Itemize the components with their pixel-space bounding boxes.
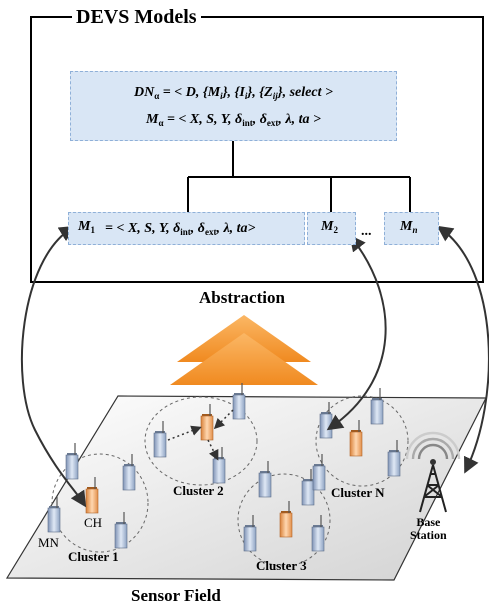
link-arrow: [207, 439, 219, 461]
sensor-node: [370, 387, 384, 425]
abstraction-arrow: [170, 315, 318, 385]
link-arrow: [213, 409, 234, 430]
m1-equation: = < X, S, Y, δint, δext, λ, ta>: [105, 221, 256, 237]
hierarchy-connectors: [187, 141, 411, 212]
coupled-model-equation: DNα = < D, {Mi}, {Ii}, {Zij}, select >: [134, 85, 333, 101]
sensor-node: [232, 382, 246, 420]
link-m2-to-clustern: [326, 234, 387, 431]
cluster-n-region: [315, 395, 409, 487]
devs-frame: [30, 16, 484, 283]
abstraction-label: Abstraction: [199, 288, 285, 307]
cluster-1-label: Cluster 1: [68, 549, 119, 564]
m2-label: M2: [321, 219, 338, 235]
atomic-model-m1-box: = < X, S, Y, δint, δext, λ, ta>: [68, 212, 305, 245]
atomic-model-equation: Mα = < X, S, Y, δint, δext, λ, ta >: [145, 112, 322, 128]
m1-label: M1: [78, 219, 95, 235]
link-mn-to-basestation: [436, 225, 489, 474]
link-m1-to-cluster1: [21, 225, 87, 508]
cluster-n-label: Cluster N: [331, 485, 385, 500]
atomic-model-m2-box: [307, 212, 356, 245]
devs-models-title: DEVS Models: [72, 6, 201, 28]
sensor-node: [65, 442, 79, 480]
cluster-2-label: Cluster 2: [173, 483, 224, 498]
mn-label: Mn: [400, 219, 418, 235]
mn-node-label: MN: [38, 535, 59, 550]
ch-label: CH: [84, 515, 103, 530]
atomic-model-mn-box: [384, 212, 439, 245]
ellipsis: ...: [361, 224, 372, 239]
coupled-model-box: DNα = < D, {Mi}, {Ii}, {Zij}, select > M…: [70, 71, 397, 141]
cluster-3-region: [237, 473, 331, 567]
link-arrow: [167, 425, 202, 441]
base-station-label: Base Station: [410, 516, 447, 542]
cluster-1-region: [51, 453, 149, 553]
cluster-2-region: [144, 396, 258, 486]
base-station-line1: Base: [416, 515, 441, 529]
cluster-3-label: Cluster 3: [256, 558, 307, 573]
base-station-line2: Station: [410, 528, 447, 542]
sensor-field-title: Sensor Field: [131, 586, 221, 605]
